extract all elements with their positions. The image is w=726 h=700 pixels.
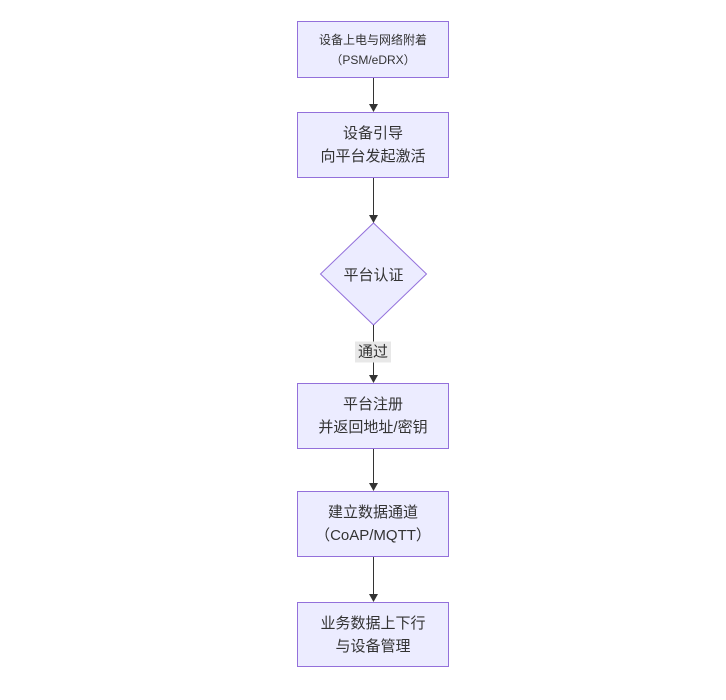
arrowhead-icon: [369, 594, 378, 602]
node-auth-decision: 平台认证: [320, 223, 427, 325]
node-text-line: （PSM/eDRX）: [330, 52, 416, 67]
node-text-line: 设备引导: [342, 125, 403, 142]
arrowhead-icon: [369, 375, 378, 383]
node-bootstrap: 设备引导 向平台发起激活: [297, 112, 449, 178]
node-text-line: （CoAP/MQTT）: [315, 527, 431, 544]
node-data-channel: 建立数据通道 （CoAP/MQTT）: [297, 491, 449, 557]
arrowhead-icon: [369, 215, 378, 223]
edge-label-pass: 通过: [354, 341, 392, 363]
node-register: 平台注册 并返回地址/密钥: [297, 383, 449, 449]
node-business-data: 业务数据上下行 与设备管理: [297, 602, 449, 667]
node-text-line: 并返回地址/密钥: [318, 419, 428, 436]
arrowhead-icon: [369, 104, 378, 112]
node-text-line: 设备上电与网络附着: [318, 32, 427, 47]
node-text-line: 平台认证: [343, 266, 404, 284]
node-text-line: 平台注册: [342, 396, 403, 413]
arrowhead-icon: [369, 483, 378, 491]
node-power-attach: 设备上电与网络附着 （PSM/eDRX）: [297, 21, 449, 78]
node-text-line: 业务数据上下行: [320, 614, 426, 632]
node-text-line: 建立数据通道: [327, 504, 418, 521]
node-text-line: 向平台发起激活: [320, 148, 426, 165]
node-text-line: 与设备管理: [335, 637, 411, 655]
